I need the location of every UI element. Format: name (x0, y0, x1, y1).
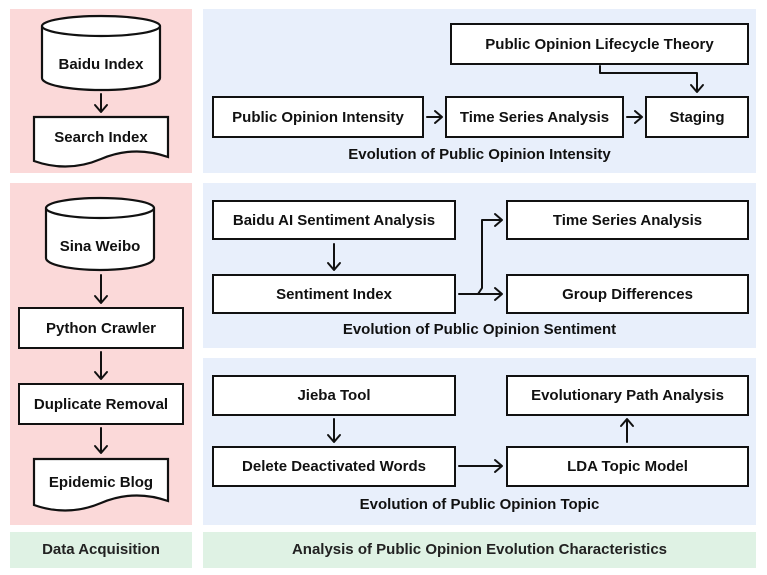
analysis-footer: Analysis of Public Opinion Evolution Cha… (203, 532, 756, 568)
search-index-label: Search Index (54, 128, 148, 146)
analysis-footer-label: Analysis of Public Opinion Evolution Cha… (291, 541, 668, 558)
staging-box: Staging (645, 96, 749, 138)
delete-deactivated-words-box: Delete Deactivated Words (212, 446, 456, 487)
lifecycle-theory-box: Public Opinion Lifecycle Theory (450, 23, 749, 65)
sina-weibo-label: Sina Weibo (59, 237, 141, 255)
intensity-caption: Evolution of Public Opinion Intensity (348, 146, 611, 163)
public-opinion-intensity-box: Public Opinion Intensity (212, 96, 424, 138)
epidemic-blog-label: Epidemic Blog (48, 473, 154, 491)
baidu-index-database-icon (40, 14, 162, 92)
sina-weibo-database-icon (44, 196, 156, 272)
jieba-tool-box: Jieba Tool (212, 375, 456, 416)
sentiment-caption: Evolution of Public Opinion Sentiment (342, 321, 617, 338)
sentiment-index-box: Sentiment Index (212, 274, 456, 314)
baidu-ai-sentiment-box: Baidu AI Sentiment Analysis (212, 200, 456, 240)
lda-topic-model-box: LDA Topic Model (506, 446, 749, 487)
python-crawler-box: Python Crawler (18, 307, 184, 349)
acquisition-footer-label: Data Acquisition (42, 541, 160, 558)
duplicate-removal-box: Duplicate Removal (18, 383, 184, 425)
baidu-index-label: Baidu Index (58, 55, 144, 73)
intensity-time-series-box: Time Series Analysis (445, 96, 624, 138)
evolutionary-path-box: Evolutionary Path Analysis (506, 375, 749, 416)
sentiment-time-series-box: Time Series Analysis (506, 200, 749, 240)
acquisition-footer: Data Acquisition (10, 532, 192, 568)
group-differences-box: Group Differences (506, 274, 749, 314)
topic-caption: Evolution of Public Opinion Topic (359, 496, 600, 513)
search-index-document-icon (32, 115, 170, 168)
epidemic-blog-document-icon (32, 457, 170, 512)
